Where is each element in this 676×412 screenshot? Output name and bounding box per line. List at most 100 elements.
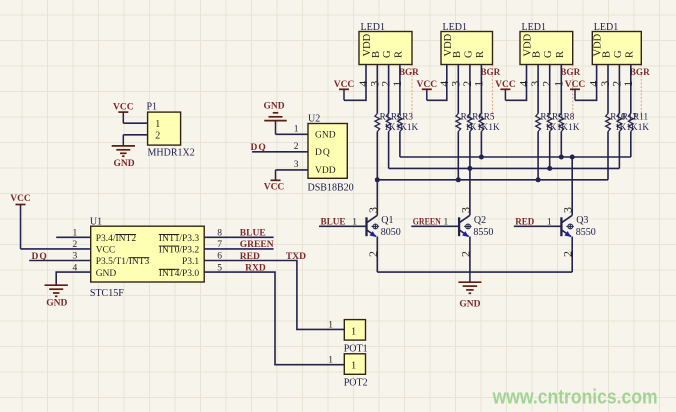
svg-text:DQ: DQ — [32, 252, 48, 262]
svg-text:U2: U2 — [308, 113, 320, 124]
svg-text:R: R — [393, 51, 404, 58]
svg-text:6: 6 — [217, 252, 222, 262]
svg-text:4: 4 — [72, 263, 77, 273]
svg-text:VCC: VCC — [96, 246, 116, 256]
svg-text:8550: 8550 — [473, 227, 493, 238]
svg-text:GREEN: GREEN — [413, 217, 441, 227]
svg-text:1: 1 — [471, 81, 485, 87]
svg-text:5: 5 — [217, 263, 222, 273]
svg-text:RXD: RXD — [245, 263, 266, 273]
svg-text:RED: RED — [515, 217, 534, 227]
svg-text:1K: 1K — [638, 122, 650, 132]
svg-text:2: 2 — [609, 81, 623, 87]
svg-text:1K: 1K — [615, 122, 627, 132]
svg-text:3: 3 — [448, 81, 462, 87]
svg-text:R10: R10 — [610, 112, 626, 122]
svg-text:2: 2 — [460, 81, 474, 87]
svg-text:VCC: VCC — [10, 194, 31, 204]
svg-text:DQ: DQ — [251, 143, 267, 153]
svg-text:1K: 1K — [396, 122, 408, 132]
svg-text:VDD: VDD — [315, 166, 336, 176]
svg-text:R4: R4 — [461, 112, 472, 122]
svg-text:1K: 1K — [626, 122, 638, 132]
svg-text:Q2: Q2 — [474, 215, 486, 226]
svg-text:G: G — [382, 50, 393, 58]
svg-text:U1: U1 — [90, 216, 102, 227]
svg-text:VDD: VDD — [362, 33, 373, 56]
svg-text:POT2: POT2 — [344, 378, 368, 389]
svg-text:TXD: TXD — [286, 252, 306, 262]
svg-text:1K: 1K — [384, 122, 396, 132]
svg-text:1: 1 — [352, 217, 357, 227]
svg-text:8: 8 — [217, 229, 222, 239]
svg-text:P3.1: P3.1 — [182, 257, 199, 267]
svg-text:BGR: BGR — [480, 67, 500, 77]
svg-text:1: 1 — [72, 229, 77, 239]
svg-text:BLUE: BLUE — [240, 229, 266, 239]
svg-text:3: 3 — [72, 252, 77, 262]
svg-text:R8: R8 — [564, 112, 575, 122]
svg-text:BLUE: BLUE — [321, 217, 346, 227]
svg-text:STC15F: STC15F — [90, 288, 124, 299]
svg-text:LED1: LED1 — [443, 22, 467, 33]
svg-text:4: 4 — [437, 81, 451, 87]
svg-text:1K: 1K — [557, 122, 569, 132]
svg-text:2: 2 — [294, 142, 299, 152]
svg-text:1K: 1K — [545, 122, 557, 132]
svg-text:1K: 1K — [477, 122, 489, 132]
svg-text:LED1: LED1 — [594, 22, 618, 33]
svg-text:G: G — [543, 50, 554, 58]
svg-text:MHDR1X2: MHDR1X2 — [148, 147, 195, 158]
svg-text:LED1: LED1 — [361, 22, 385, 33]
svg-text:R11: R11 — [633, 112, 648, 122]
svg-text:B: B — [371, 51, 382, 58]
svg-text:DSB18B20: DSB18B20 — [308, 182, 354, 193]
svg-text:www.cntronics.com: www.cntronics.com — [492, 386, 658, 409]
svg-text:R9: R9 — [552, 112, 563, 122]
svg-text:INT0/P3.2: INT0/P3.2 — [159, 246, 200, 256]
svg-text:1: 1 — [351, 361, 356, 372]
svg-text:3: 3 — [294, 160, 299, 170]
svg-text:G: G — [613, 50, 624, 58]
svg-text:BGR: BGR — [630, 67, 650, 77]
svg-text:GND: GND — [113, 159, 134, 169]
svg-text:VCC: VCC — [495, 80, 516, 90]
svg-text:INT4/P3.0: INT4/P3.0 — [159, 269, 200, 279]
svg-text:RED: RED — [240, 252, 260, 262]
svg-text:4: 4 — [356, 81, 370, 87]
svg-text:B: B — [602, 51, 613, 58]
svg-text:3: 3 — [598, 81, 612, 87]
svg-text:VCC: VCC — [264, 183, 285, 193]
svg-text:3: 3 — [366, 207, 380, 213]
svg-text:BGR: BGR — [560, 67, 580, 77]
svg-text:GND: GND — [263, 102, 284, 112]
svg-text:1: 1 — [390, 81, 404, 87]
svg-text:GREEN: GREEN — [240, 240, 274, 250]
svg-text:2: 2 — [155, 131, 160, 142]
svg-text:R: R — [475, 51, 486, 58]
svg-text:INT1/P3.3: INT1/P3.3 — [159, 234, 200, 244]
svg-text:Q3: Q3 — [576, 215, 588, 226]
svg-text:G: G — [463, 50, 474, 58]
svg-text:R6: R6 — [472, 112, 483, 122]
svg-text:Q1: Q1 — [381, 215, 393, 226]
svg-text:VCC: VCC — [113, 102, 134, 112]
svg-text:DQ: DQ — [315, 148, 331, 158]
svg-text:1: 1 — [328, 356, 333, 366]
svg-text:VCC: VCC — [334, 80, 355, 90]
svg-text:P3.5/T1/INT3: P3.5/T1/INT3 — [96, 257, 150, 267]
svg-text:1: 1 — [547, 217, 552, 227]
svg-text:R: R — [555, 51, 566, 58]
svg-text:B: B — [452, 51, 463, 58]
svg-text:1: 1 — [351, 326, 356, 337]
svg-text:R1: R1 — [380, 112, 391, 122]
svg-text:LED1: LED1 — [522, 22, 546, 33]
svg-text:POT1: POT1 — [344, 343, 368, 354]
svg-text:R7: R7 — [540, 112, 551, 122]
svg-text:VDD: VDD — [443, 33, 454, 56]
svg-text:3: 3 — [561, 207, 575, 213]
svg-text:GND: GND — [459, 299, 480, 309]
svg-text:3: 3 — [367, 81, 381, 87]
svg-text:R12: R12 — [622, 112, 638, 122]
svg-text:1: 1 — [328, 321, 333, 331]
